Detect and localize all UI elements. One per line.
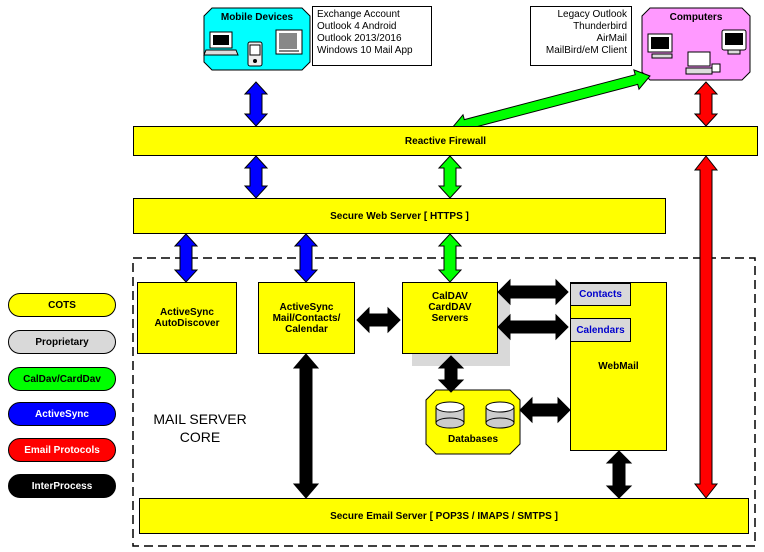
activesync-arrow — [243, 155, 269, 199]
database-cylinder-icon — [435, 401, 465, 429]
interprocess-arrow — [497, 278, 569, 306]
computer-client: MailBird/eM Client — [545, 45, 627, 56]
computer-clients-note: Legacy Outlook Thunderbird AirMail MailB… — [530, 6, 632, 66]
box-line: ActiveSync — [160, 307, 214, 318]
legend-cots: COTS — [8, 293, 116, 317]
computers-title: Computers — [669, 12, 723, 23]
mobile-client: Outlook 4 Android — [317, 21, 397, 32]
contacts-box: Contacts — [570, 283, 631, 306]
interprocess-arrow — [356, 306, 401, 334]
caldav-arrow — [451, 69, 651, 135]
caldav-arrow — [437, 155, 463, 199]
box-line: ActiveSync — [279, 301, 334, 313]
interprocess-arrow — [437, 355, 465, 393]
legend-activesync: ActiveSync — [8, 402, 116, 426]
mobile-client: Windows 10 Mail App — [317, 45, 413, 56]
box-line: CardDAV — [428, 302, 472, 313]
legend-interprocess: InterProcess — [8, 474, 116, 498]
email-protocol-arrow — [693, 155, 719, 499]
legend-proprietary: Proprietary — [8, 330, 116, 354]
interprocess-arrow — [519, 396, 571, 424]
caldav-carddav-servers-box: CalDAV CardDAV Servers — [402, 282, 498, 354]
databases-label: Databases — [447, 434, 499, 445]
calendars-box: Calendars — [570, 318, 631, 342]
reactive-firewall: Reactive Firewall — [133, 126, 758, 156]
box-line: Calendar — [285, 323, 328, 335]
mail-server-core-title: MAIL SERVER CORE — [140, 410, 260, 446]
interprocess-arrow — [292, 353, 320, 499]
secure-email-server: Secure Email Server [ POP3S / IMAPS / SM… — [139, 498, 749, 534]
monitor-icon — [721, 29, 747, 55]
box-line: Mail/Contacts/ — [272, 312, 341, 324]
legend-email-protocols: Email Protocols — [8, 438, 116, 462]
activesync-mail-box: ActiveSync Mail/Contacts/ Calendar — [258, 282, 355, 354]
desktop-tower-icon — [685, 51, 721, 75]
webmail-box: WebMail — [570, 282, 667, 451]
desktop-computer-icon — [647, 33, 673, 59]
legend-caldav: CalDav/CardDav — [8, 367, 116, 391]
activesync-arrow — [293, 233, 319, 283]
mobile-client: Outlook 2013/2016 — [317, 33, 402, 44]
mobile-clients-note: Exchange Account Outlook 4 Android Outlo… — [312, 6, 432, 66]
tablet-icon — [275, 29, 303, 55]
computer-client: Thunderbird — [573, 21, 627, 32]
interprocess-arrow — [605, 450, 633, 499]
secure-web-server: Secure Web Server [ HTTPS ] — [133, 198, 666, 234]
core-title-line: CORE — [179, 429, 221, 445]
database-cylinder-icon — [485, 401, 515, 429]
interprocess-arrow — [497, 313, 569, 341]
laptop-icon — [203, 31, 239, 56]
activesync-arrow — [243, 81, 269, 127]
email-protocol-arrow — [693, 81, 719, 127]
box-line: AutoDiscover — [154, 318, 220, 329]
computer-client: Legacy Outlook — [557, 9, 628, 20]
activesync-autodiscover-box: ActiveSync AutoDiscover — [137, 282, 237, 354]
mobile-client: Exchange Account — [317, 9, 400, 20]
computers-shape — [641, 7, 751, 81]
box-line: Servers — [431, 313, 469, 324]
pda-icon — [247, 41, 263, 67]
box-line: CalDAV — [432, 291, 468, 302]
computer-client: AirMail — [596, 33, 627, 44]
mobile-devices-title: Mobile Devices — [220, 12, 294, 23]
core-title-line: MAIL SERVER — [153, 411, 247, 427]
